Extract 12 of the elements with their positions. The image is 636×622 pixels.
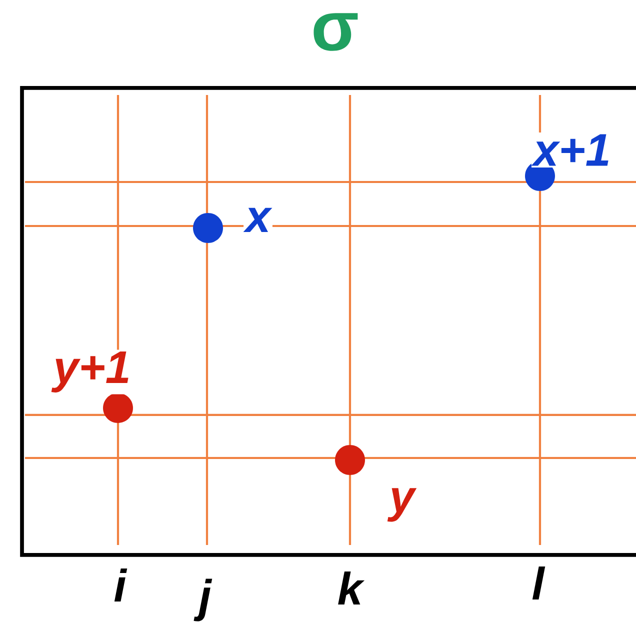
dot xyxy=(335,444,365,475)
point-label: x xyxy=(243,206,272,234)
axis-label: i xyxy=(114,568,128,602)
point-label: x+1 xyxy=(531,132,612,168)
axis-label: j xyxy=(194,578,212,622)
title: σ xyxy=(314,13,358,51)
dot xyxy=(103,392,133,423)
point-label: y xyxy=(387,486,417,524)
dot xyxy=(193,213,223,243)
point-label: y+1 xyxy=(51,350,133,394)
axis-label: l xyxy=(532,566,546,600)
axis-label: k xyxy=(338,571,365,605)
